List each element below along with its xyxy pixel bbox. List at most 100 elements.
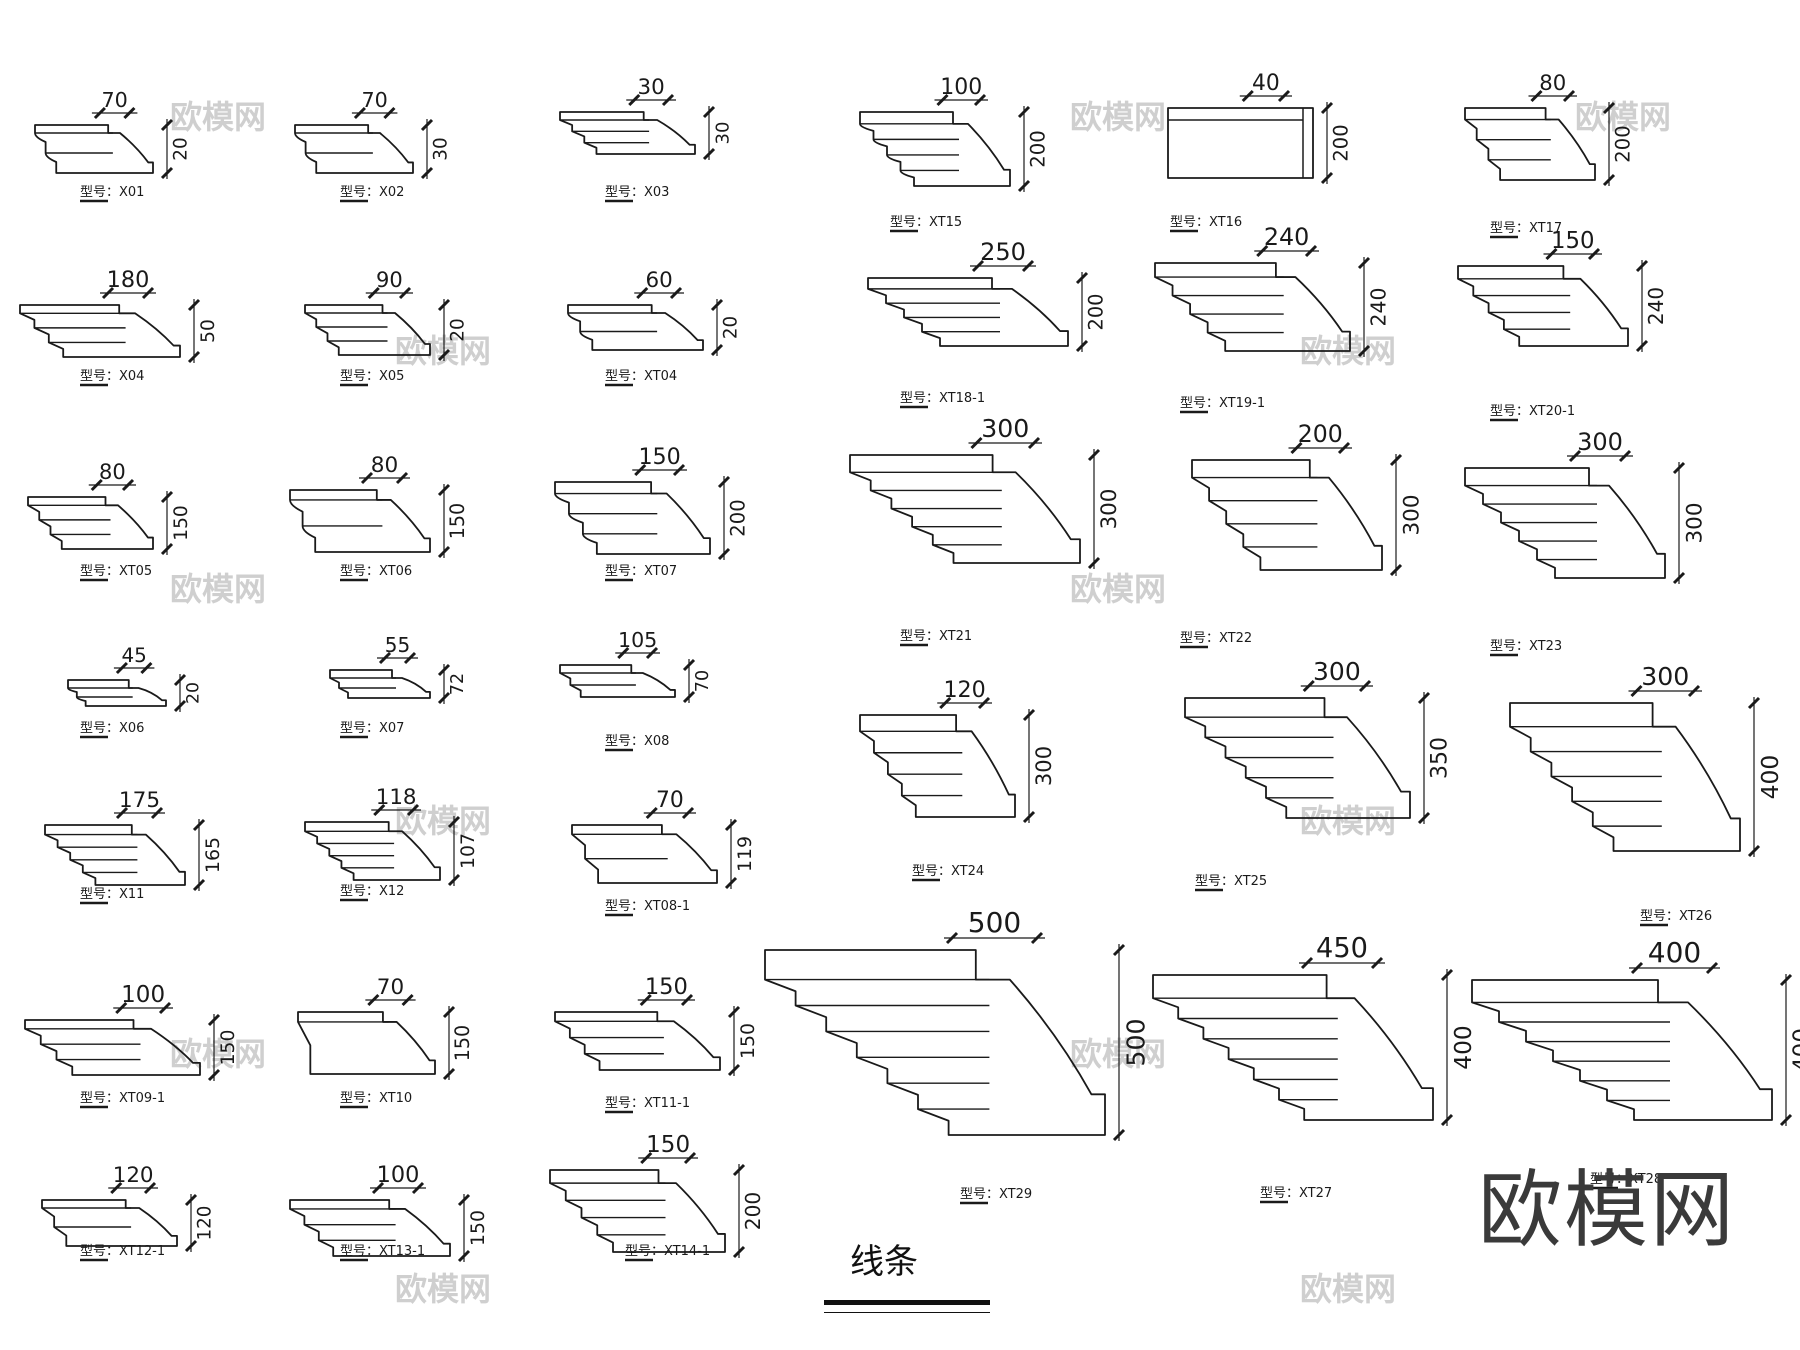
profile-outline bbox=[1471, 979, 1773, 1121]
profile-outline bbox=[571, 824, 718, 884]
dimension-tick bbox=[442, 1067, 456, 1081]
dimension-tick bbox=[727, 1005, 741, 1019]
width-dimension-label: 70 bbox=[101, 88, 127, 112]
dimension-tick bbox=[1417, 811, 1431, 825]
model-label: 型号：XT22 bbox=[1180, 631, 1252, 646]
dimension-tick bbox=[1630, 961, 1644, 975]
width-dimension-label: 105 bbox=[618, 628, 657, 652]
dimension-tick bbox=[1417, 691, 1431, 705]
profile-outline bbox=[67, 679, 167, 707]
watermark-text: 欧模网 bbox=[1300, 802, 1396, 840]
dimension-tick bbox=[1618, 449, 1632, 463]
model-label: 型号：XT27 bbox=[1260, 1186, 1332, 1201]
dimension-tick bbox=[727, 1063, 741, 1077]
width-dimension-label: 120 bbox=[113, 1163, 154, 1188]
height-dimension-label: 150 bbox=[218, 1030, 239, 1066]
profile-outline bbox=[24, 1019, 201, 1076]
model-label: 型号：XT14-1 bbox=[625, 1244, 710, 1259]
dimension-tick bbox=[1630, 684, 1643, 698]
profile-outline bbox=[27, 496, 154, 550]
dimension-tick bbox=[1087, 448, 1101, 462]
dimension-tick bbox=[970, 436, 983, 450]
profile-outline bbox=[867, 277, 1069, 347]
dimension-tick bbox=[173, 699, 187, 713]
dimension-tick bbox=[636, 286, 649, 300]
width-dimension-label: 175 bbox=[119, 788, 160, 813]
dimension-tick bbox=[702, 105, 716, 119]
model-label: 型号：XT21 bbox=[900, 629, 972, 644]
dimension-tick bbox=[1440, 968, 1454, 982]
dimension-tick bbox=[160, 542, 174, 556]
dimension-tick bbox=[158, 1001, 172, 1015]
height-dimension-label: 400 bbox=[1450, 1025, 1477, 1069]
model-label: 型号：XT25 bbox=[1195, 874, 1267, 889]
model-label: 型号：XT19-1 bbox=[1180, 396, 1265, 411]
dimension-tick bbox=[1562, 89, 1576, 103]
model-label: 型号：XT15 bbox=[890, 215, 962, 230]
dimension-tick bbox=[457, 1193, 471, 1207]
width-dimension-label: 150 bbox=[638, 444, 680, 470]
height-dimension-label: 150 bbox=[468, 1210, 489, 1246]
dimension-tick bbox=[724, 818, 738, 832]
dimension-tick bbox=[1672, 461, 1686, 475]
dimension-tick bbox=[669, 286, 683, 300]
width-dimension-label: 80 bbox=[1539, 70, 1566, 95]
dimension-tick bbox=[442, 1005, 456, 1019]
dimension-tick bbox=[437, 663, 451, 677]
dimension-tick bbox=[1241, 89, 1254, 103]
width-dimension-label: 400 bbox=[1648, 936, 1701, 969]
height-dimension-label: 400 bbox=[1756, 755, 1784, 800]
profile-outline bbox=[554, 1011, 721, 1071]
dimension-tick bbox=[184, 1193, 198, 1207]
profile-outline bbox=[554, 481, 711, 555]
dimension-tick bbox=[1030, 931, 1044, 945]
profile-outline bbox=[44, 824, 186, 886]
dimension-tick bbox=[634, 463, 647, 477]
dimension-tick bbox=[1357, 256, 1371, 270]
dimension-group: 105 70 bbox=[615, 628, 713, 704]
height-dimension-label: 70 bbox=[693, 670, 713, 692]
dimension-tick bbox=[1357, 344, 1371, 358]
dimension-tick bbox=[1389, 453, 1403, 467]
dimension-tick bbox=[1389, 563, 1403, 577]
width-dimension-label: 500 bbox=[968, 906, 1021, 939]
model-label: 型号：XT24 bbox=[912, 864, 984, 879]
dimension-tick bbox=[123, 106, 136, 120]
dimension-tick bbox=[373, 803, 386, 817]
dimension-tick bbox=[639, 993, 652, 1007]
dimension-tick bbox=[939, 696, 952, 710]
dimension-tick bbox=[1087, 556, 1101, 570]
profile-outline bbox=[849, 454, 1081, 564]
dimension-tick bbox=[437, 545, 451, 559]
width-dimension-label: 300 bbox=[1577, 428, 1623, 456]
watermark-text: 欧模网 bbox=[395, 802, 491, 840]
model-label: 型号：XT09-1 bbox=[80, 1091, 165, 1106]
dimension-tick bbox=[115, 806, 129, 820]
width-dimension-label: 55 bbox=[385, 633, 410, 657]
height-dimension-label: 30 bbox=[431, 137, 452, 160]
dimension-tick bbox=[683, 1151, 697, 1165]
watermark-text: 欧模网 bbox=[395, 332, 491, 370]
width-dimension-label: 150 bbox=[1551, 228, 1595, 254]
model-label: 型号：XT29 bbox=[960, 1187, 1032, 1202]
